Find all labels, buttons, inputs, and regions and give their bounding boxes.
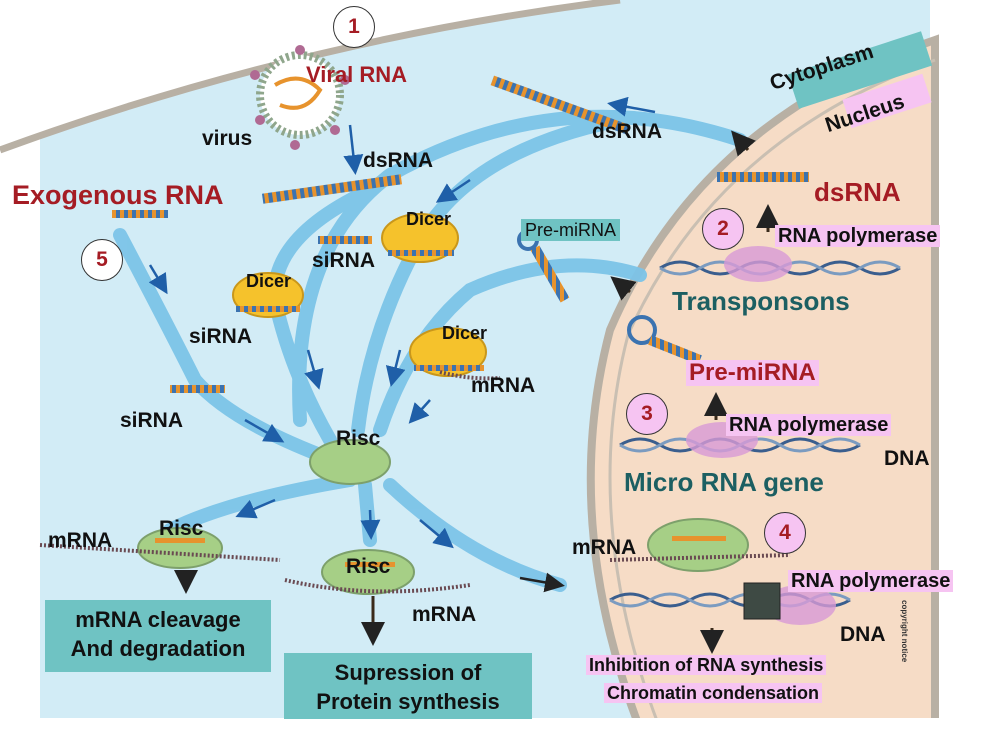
step-circle-5: 5 <box>81 239 123 281</box>
sirna-label-3: siRNA <box>120 409 184 432</box>
nucleus-mrna-label: mRNA <box>572 536 637 559</box>
virus-label: virus <box>202 127 253 150</box>
inhibition-line-1: Inhibition of RNA synthesis <box>586 655 827 675</box>
arrow-to-nucleus <box>519 572 565 593</box>
top-dsrna-label: dsRNA <box>592 120 663 143</box>
copyright-watermark: copyright notice <box>900 600 909 663</box>
mid-mrna-label: mRNA <box>412 603 477 626</box>
micro-rna-gene-label: Micro RNA gene <box>624 467 824 497</box>
pathway-arrows <box>148 96 656 549</box>
dicer-label-2: Dicer <box>246 271 292 291</box>
cleavage-outcome-box: mRNA cleavage And degradation <box>45 600 271 672</box>
cyto-pre-mirna-label: Pre-miRNA <box>521 219 621 241</box>
risc-center-label: Risc <box>336 427 381 450</box>
left-mrna-label: mRNA <box>48 529 113 552</box>
track-risc-right <box>383 478 567 592</box>
chromatin-nucleosome <box>743 582 781 620</box>
inhibition-line-2: Chromatin condensation <box>604 683 823 703</box>
rna-polymerase-label-4: RNA polymerase <box>788 570 954 592</box>
cleavage-line-2: And degradation <box>70 635 246 661</box>
suppression-line-1: Supression of <box>334 660 482 685</box>
virus-particle <box>250 45 350 150</box>
step-circle-3: 3 <box>626 393 668 435</box>
viral-rna-label: Viral RNA <box>306 62 408 87</box>
dicer-label-1: Dicer <box>406 209 452 229</box>
sirna-label-1: siRNA <box>312 249 376 272</box>
step-circle-4: 4 <box>764 512 806 554</box>
exogenous-rna-label: Exogenous RNA <box>12 180 224 210</box>
rna-polymerase-label-2: RNA polymerase <box>775 225 941 247</box>
mrna-strands <box>39 370 791 594</box>
cleavage-line-1: mRNA cleavage <box>75 607 241 632</box>
cytoplasm-tag <box>787 31 933 109</box>
viral-dsrna-label: dsRNA <box>363 149 434 172</box>
risc-left-label: Risc <box>159 517 204 540</box>
transcription-arrows <box>174 130 780 654</box>
dna-label-4: DNA <box>840 623 886 646</box>
transposons-label: Transponsons <box>672 286 850 316</box>
dna-label-3: DNA <box>884 447 930 470</box>
nucleus-pre-mirna-label: Pre-miRNA <box>686 360 819 386</box>
suppression-line-2: Protein synthesis <box>316 688 500 714</box>
nucleus-tag <box>842 73 932 129</box>
dicer-label-3: Dicer <box>442 323 488 343</box>
rna-polymerase-label-3: RNA polymerase <box>726 414 892 436</box>
nucleus-dsrna-label: dsRNA <box>814 177 901 207</box>
suppression-outcome-box: Supression of Protein synthesis <box>284 653 532 719</box>
dicer-mrna-label: mRNA <box>471 374 536 397</box>
risc-mid-label: Risc <box>346 555 391 578</box>
sirna-label-2: siRNA <box>189 325 253 348</box>
step-circle-1: 1 <box>333 6 375 48</box>
pathway-tracks <box>113 109 747 592</box>
track-top-outer <box>292 109 747 427</box>
step-circle-2: 2 <box>702 208 744 250</box>
dsrna-strands <box>112 75 809 393</box>
